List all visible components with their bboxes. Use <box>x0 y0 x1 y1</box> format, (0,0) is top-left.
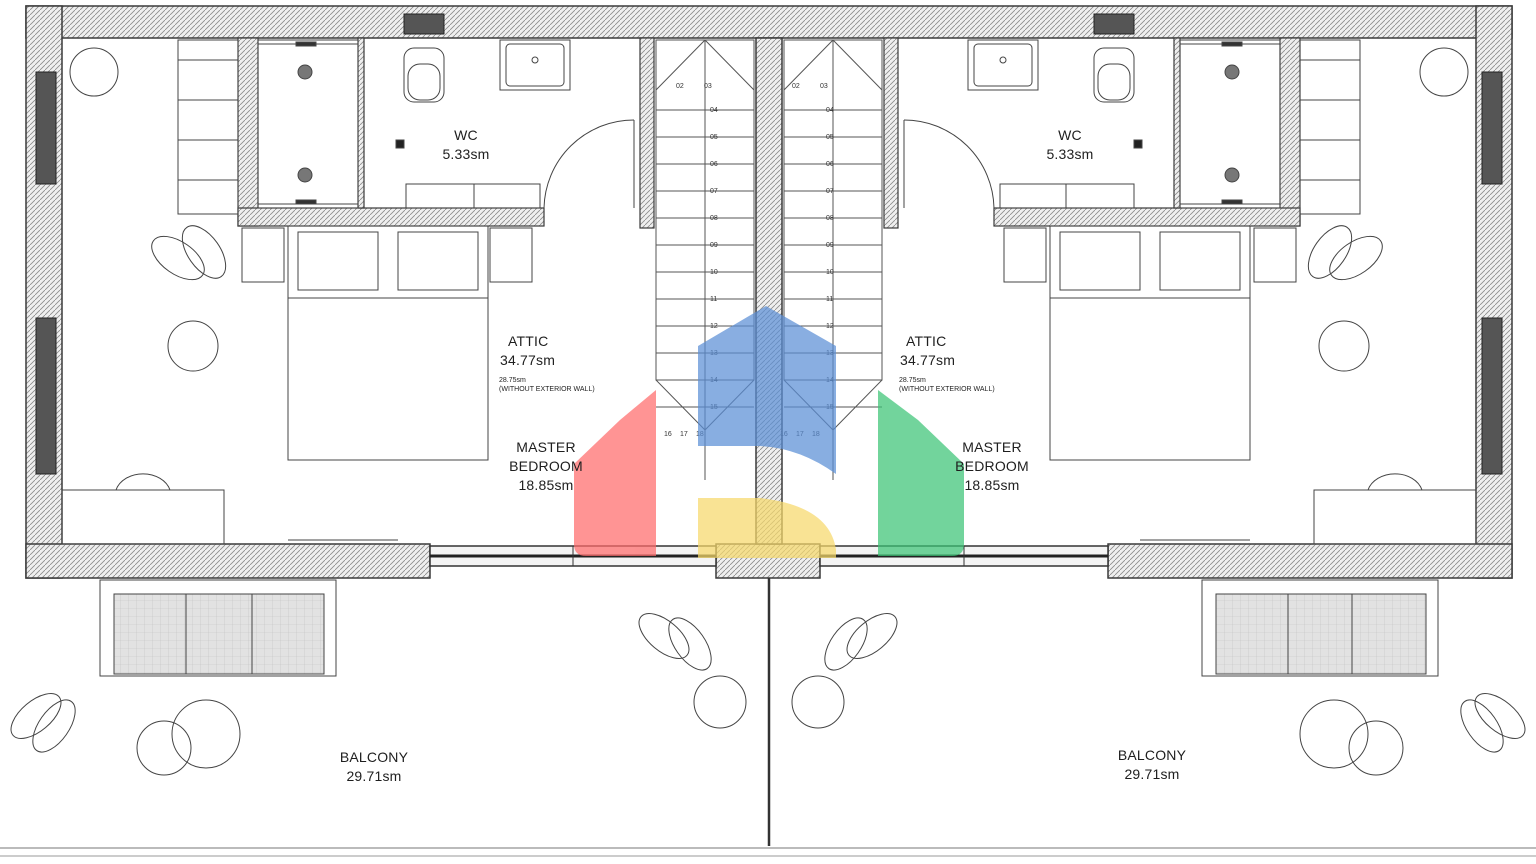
wc-right-label: WC 5.33sm <box>1030 126 1110 164</box>
door-swing-left <box>543 119 635 209</box>
master-left-label: MASTER BEDROOM 18.85sm <box>494 438 598 495</box>
stair-walls <box>639 37 899 229</box>
sliding-door-left <box>429 545 717 567</box>
balcony-left-label: BALCONY 29.71sm <box>324 748 424 786</box>
bedroom-furniture-right <box>1003 47 1477 545</box>
balcony-left-area: 29.71sm <box>346 768 402 784</box>
stair-step-number: 04 <box>710 107 718 114</box>
attic-right-note-area: 28.75sm <box>899 377 926 384</box>
attic-right-note-text: (WITHOUT EXTERIOR WALL) <box>899 386 995 393</box>
attic-left-note: 28.75sm (WITHOUT EXTERIOR WALL) <box>499 376 595 394</box>
stair-step-number: 16 <box>664 431 672 438</box>
stair-step-number: 10 <box>826 269 834 276</box>
wc-right-name: WC <box>1058 127 1082 143</box>
attic-left-name: ATTIC <box>508 333 549 349</box>
top-vents <box>403 13 1135 35</box>
attic-left-label: ATTIC 34.77sm <box>500 332 555 370</box>
stair-step-number: 05 <box>710 134 718 141</box>
stair-step-number: 11 <box>710 296 717 303</box>
master-left-name2: BEDROOM <box>509 458 583 474</box>
attic-right-name: ATTIC <box>906 333 947 349</box>
master-left-area: 18.85sm <box>518 477 574 493</box>
logo-blue-shape <box>698 306 836 474</box>
stair-step-number: 11 <box>826 296 833 303</box>
logo-red-shape <box>574 390 656 556</box>
watermark-logo <box>574 306 964 558</box>
stair-step-number: 05 <box>826 134 834 141</box>
attic-right-label: ATTIC 34.77sm <box>900 332 955 370</box>
stair-step-number: 10 <box>710 269 718 276</box>
bathroom-fixtures-right <box>967 39 1361 215</box>
master-right-area: 18.85sm <box>964 477 1020 493</box>
stair-step-number: 09 <box>826 242 834 249</box>
stair-step-number: 12 <box>710 323 718 330</box>
stair-step-number: 17 <box>680 431 688 438</box>
wc-walls-left <box>237 37 545 227</box>
wc-right-area: 5.33sm <box>1046 146 1094 162</box>
stair-step-number: 03 <box>704 83 712 90</box>
wc-left-name: WC <box>454 127 478 143</box>
stair-step-number: 08 <box>710 215 718 222</box>
master-right-name2: BEDROOM <box>955 458 1029 474</box>
balcony-area <box>0 578 1536 857</box>
logo-yellow-shape <box>698 498 836 558</box>
stair-step-number: 06 <box>826 161 834 168</box>
stair-step-number: 04 <box>826 107 834 114</box>
stair-step-number: 08 <box>826 215 834 222</box>
attic-right-area: 34.77sm <box>900 352 956 368</box>
door-swing-right <box>903 119 995 209</box>
stair-step-number: 07 <box>826 188 834 195</box>
master-right-label: MASTER BEDROOM 18.85sm <box>940 438 1044 495</box>
stair-step-number: 02 <box>676 83 684 90</box>
master-left-name1: MASTER <box>516 439 576 455</box>
party-wall <box>755 37 783 545</box>
attic-left-area: 34.77sm <box>500 352 556 368</box>
logo-green-shape <box>878 390 964 556</box>
master-right-name1: MASTER <box>962 439 1022 455</box>
balcony-right-name: BALCONY <box>1117 747 1187 763</box>
sliding-door-right <box>819 545 1109 567</box>
side-windows <box>35 71 1503 475</box>
stair-step-number: 09 <box>710 242 718 249</box>
stair-step-number: 07 <box>710 188 718 195</box>
bedroom-furniture-left <box>61 47 533 545</box>
stair-step-number: 03 <box>820 83 828 90</box>
stair-step-number: 06 <box>710 161 718 168</box>
wc-left-area: 5.33sm <box>442 146 490 162</box>
balcony-right-label: BALCONY 29.71sm <box>1102 746 1202 784</box>
wc-left-label: WC 5.33sm <box>426 126 506 164</box>
stair-step-number: 12 <box>826 323 834 330</box>
attic-left-note-text: (WITHOUT EXTERIOR WALL) <box>499 386 595 393</box>
attic-right-note: 28.75sm (WITHOUT EXTERIOR WALL) <box>899 376 995 394</box>
bathroom-fixtures-left <box>177 39 571 215</box>
balcony-right-area: 29.71sm <box>1124 766 1180 782</box>
attic-left-note-area: 28.75sm <box>499 377 526 384</box>
stair-step-number: 02 <box>792 83 800 90</box>
balcony-left-name: BALCONY <box>339 749 409 765</box>
